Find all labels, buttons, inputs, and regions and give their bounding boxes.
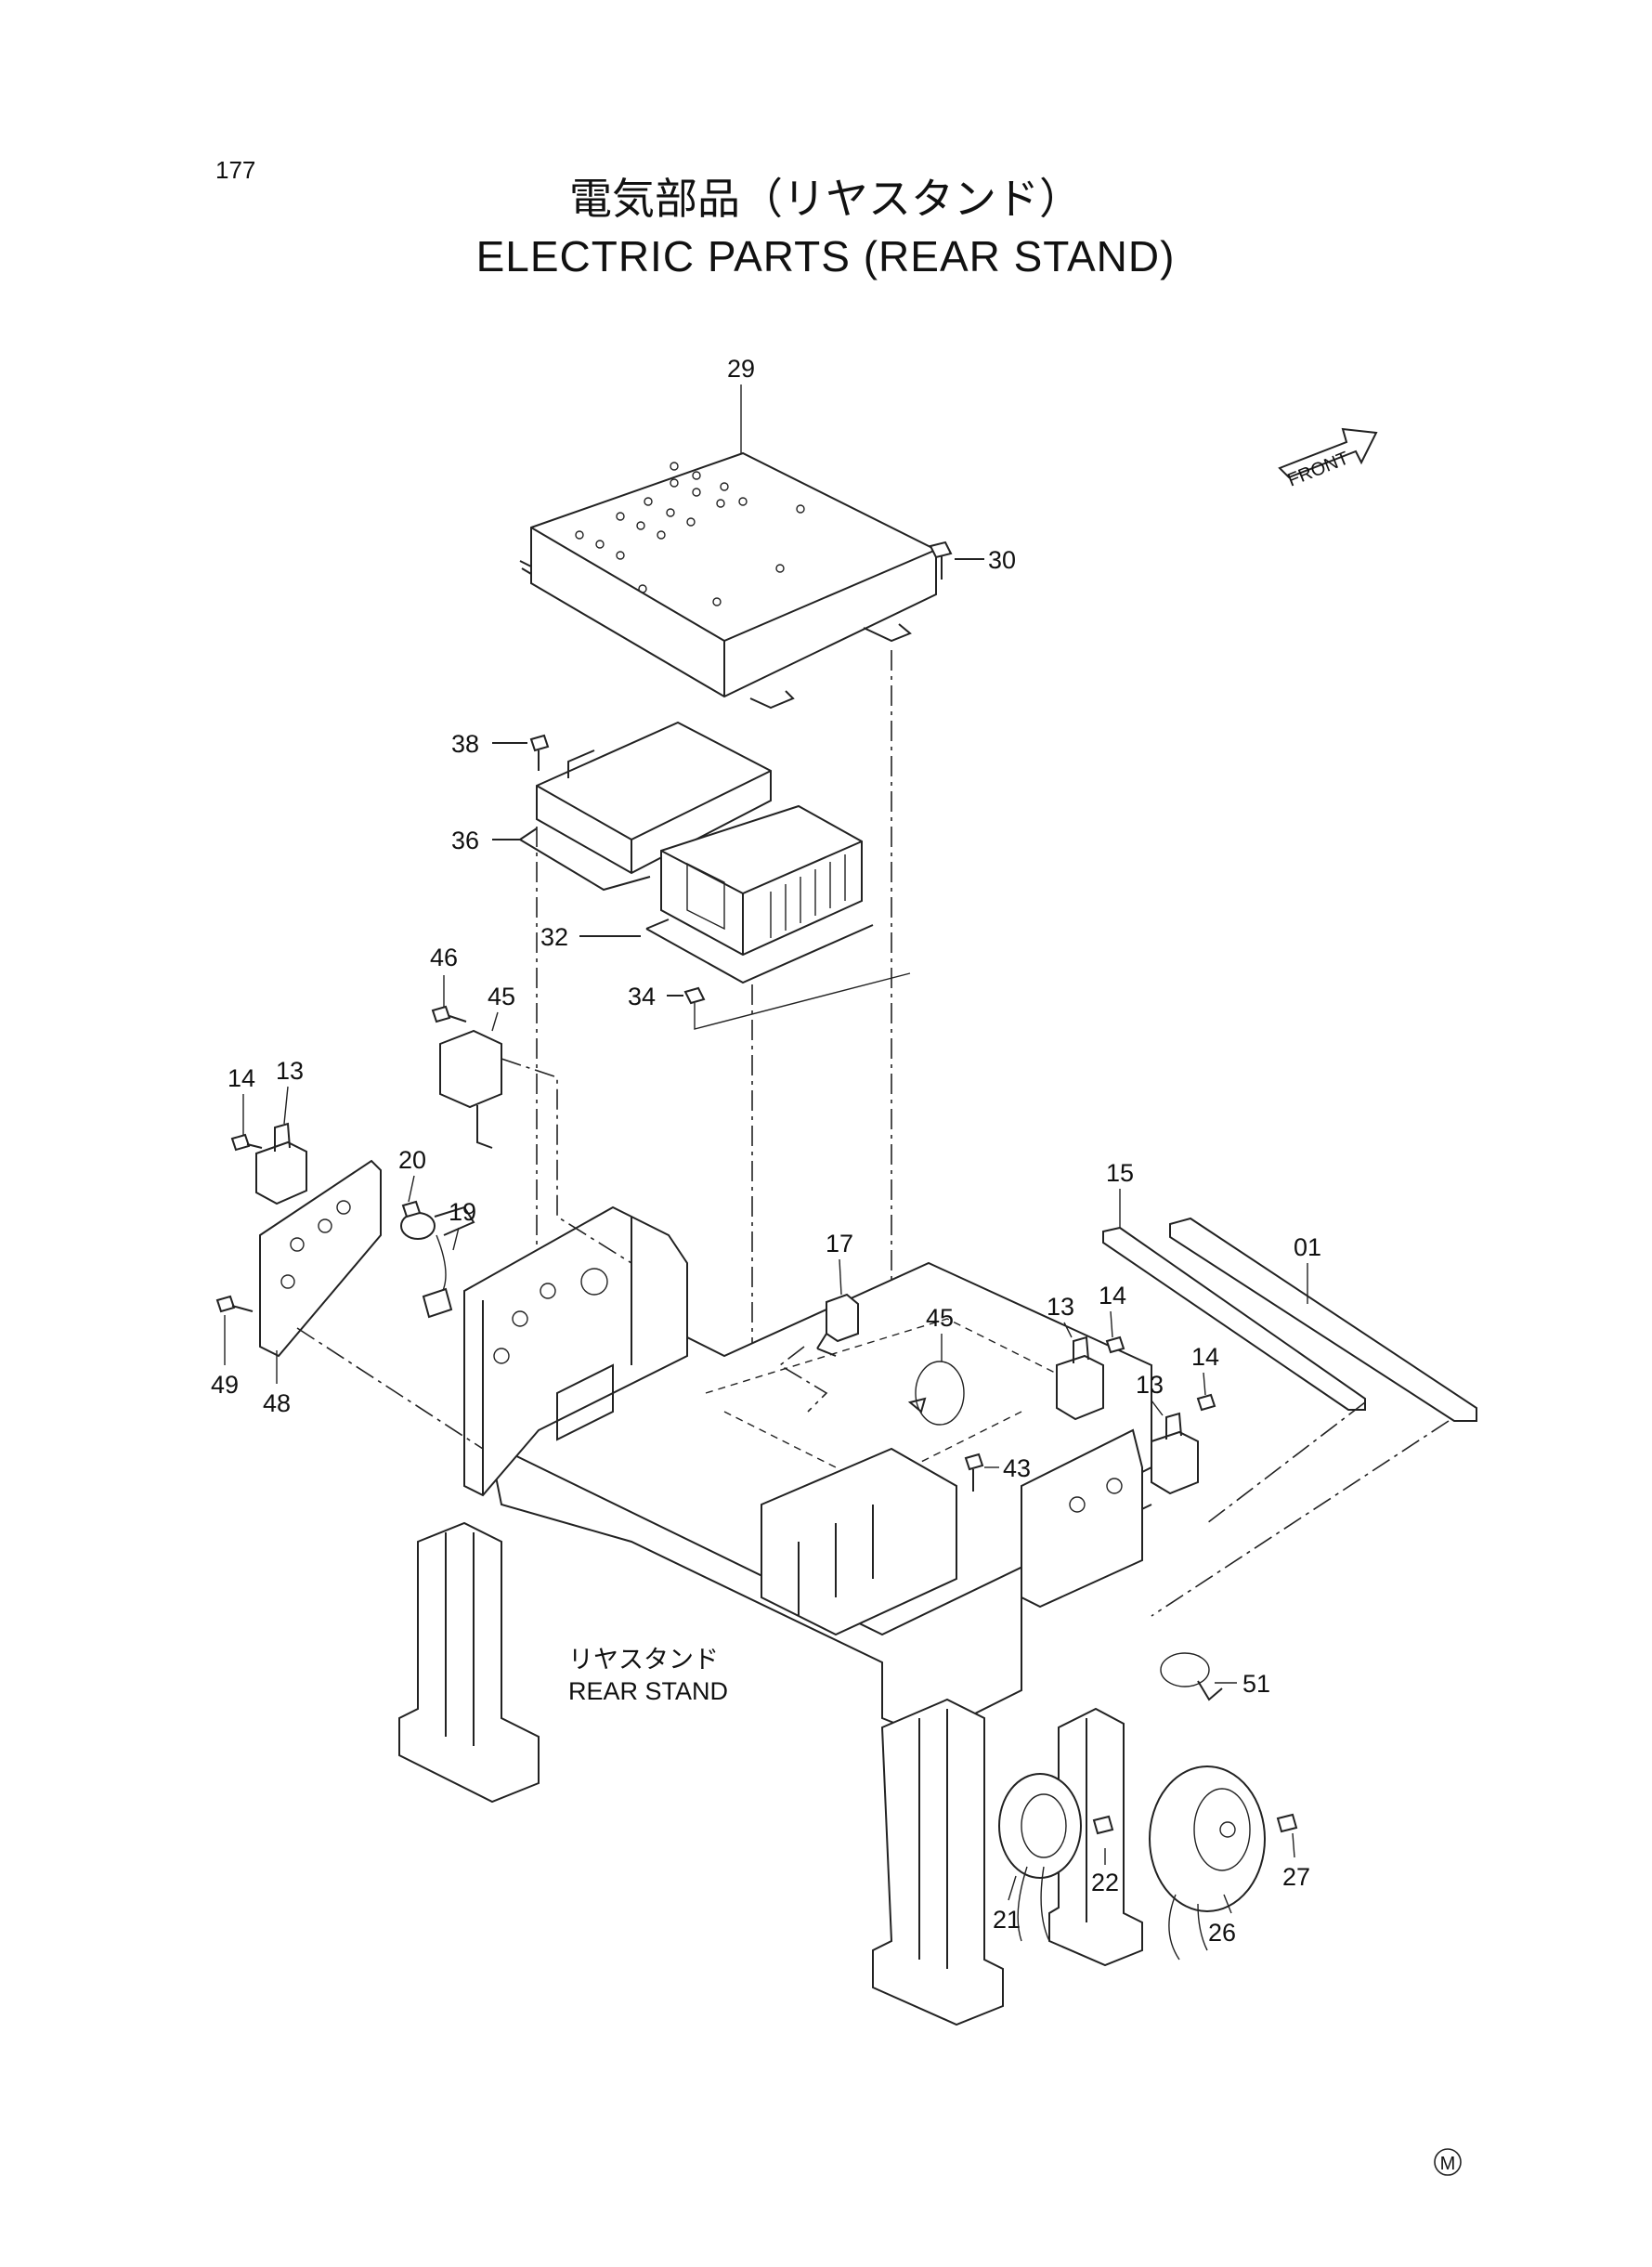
title-english: ELECTRIC PARTS (REAR STAND) xyxy=(476,232,1176,280)
bolt-22-icon xyxy=(1092,1815,1114,1835)
callout-46: 46 xyxy=(430,944,458,971)
rear-stand-label-en: REAR STAND xyxy=(568,1677,728,1705)
circled-m-mark: M xyxy=(1434,2148,1462,2176)
callout-13-left: 13 xyxy=(276,1057,304,1085)
callout-13-right: 13 xyxy=(1136,1371,1164,1399)
callout-numbers: 29 30 38 36 32 34 46 45 14 13 20 19 49 4… xyxy=(211,355,1321,1947)
assembly-line-15 xyxy=(1206,1401,1366,1524)
mounting-plate-48 xyxy=(259,1159,382,1358)
bolt-49-icon xyxy=(215,1295,254,1313)
front-label: FRONT xyxy=(1285,448,1352,490)
bolt-34-icon xyxy=(667,972,911,1030)
callout-14-right: 14 xyxy=(1191,1343,1219,1371)
callout-20: 20 xyxy=(398,1146,426,1174)
callout-27: 27 xyxy=(1282,1863,1310,1891)
bolt-20-icon xyxy=(401,1200,422,1218)
screw-14-left-icon xyxy=(230,1133,263,1152)
callout-15: 15 xyxy=(1106,1159,1134,1187)
callout-34: 34 xyxy=(628,983,656,1010)
assembly-line-48 xyxy=(296,1327,484,1450)
relay-13-center xyxy=(1056,1335,1104,1421)
callout-30: 30 xyxy=(988,546,1016,574)
wire-harness-01 xyxy=(1169,1217,1477,1422)
bolt-30-icon xyxy=(929,541,984,580)
callout-45-left: 45 xyxy=(488,983,515,1010)
callout-45-center: 45 xyxy=(926,1304,954,1332)
callout-17: 17 xyxy=(826,1230,853,1257)
screw-14-right-icon xyxy=(1196,1393,1216,1412)
bolt-43-icon xyxy=(964,1453,984,1492)
callout-51: 51 xyxy=(1242,1670,1270,1698)
front-arrow-icon: FRONT xyxy=(1278,427,1378,491)
callout-48: 48 xyxy=(263,1389,291,1417)
callout-01: 01 xyxy=(1294,1233,1321,1261)
assembly-line-01 xyxy=(1151,1420,1450,1617)
screw-14-center-icon xyxy=(1105,1335,1125,1354)
assembly-line-17 xyxy=(778,1346,828,1413)
callout-49: 49 xyxy=(211,1371,239,1399)
callout-29: 29 xyxy=(727,355,755,383)
callout-19: 19 xyxy=(449,1198,476,1226)
callout-14-center: 14 xyxy=(1099,1282,1126,1309)
mark-letter: M xyxy=(1440,2154,1456,2174)
leader-lines xyxy=(224,384,1308,1914)
rear-stand-label: リヤスタンド REAR STAND xyxy=(568,1646,728,1705)
page-number: 177 xyxy=(215,156,255,184)
title-japanese: 電気部品（リヤスタンド） xyxy=(569,174,1082,224)
bolt-27-icon xyxy=(1276,1813,1298,1833)
callout-43: 43 xyxy=(1003,1454,1031,1482)
relay-heatsink-box xyxy=(645,804,874,984)
switch-17 xyxy=(816,1293,859,1357)
callout-21: 21 xyxy=(993,1906,1021,1934)
relay-13-left xyxy=(255,1122,307,1205)
cable-clamp-45 xyxy=(907,1361,965,1426)
assembly-line-45-left xyxy=(501,1058,632,1264)
horn-21 xyxy=(998,1773,1082,1942)
horn-26 xyxy=(1149,1765,1266,1961)
ecu-module xyxy=(519,721,772,892)
callout-32: 32 xyxy=(540,923,568,951)
rear-stand-label-jp: リヤスタンド xyxy=(568,1646,719,1674)
relay-13-right xyxy=(1151,1412,1199,1495)
callout-36: 36 xyxy=(451,827,479,854)
callout-14-left: 14 xyxy=(228,1064,255,1092)
callout-26: 26 xyxy=(1208,1919,1236,1947)
controller-box xyxy=(519,451,937,710)
callout-38: 38 xyxy=(451,730,479,758)
relay-45-left xyxy=(439,1029,502,1149)
screw-46-icon xyxy=(431,1005,467,1023)
screw-38-icon xyxy=(492,734,550,771)
clamp-51 xyxy=(1160,1652,1223,1701)
callout-13-center: 13 xyxy=(1047,1293,1074,1321)
rear-stand-frame xyxy=(398,1205,1152,2026)
callout-22: 22 xyxy=(1091,1869,1119,1896)
